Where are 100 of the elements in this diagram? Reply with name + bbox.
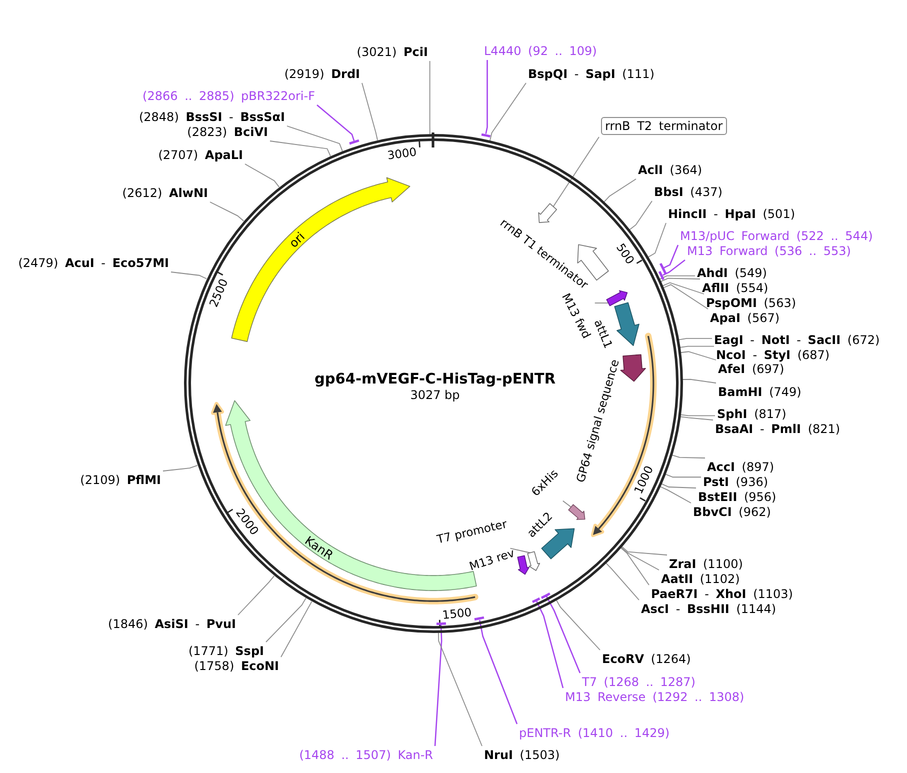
leader-line	[362, 82, 378, 141]
feature-label: M13 fwd	[559, 291, 593, 341]
leader-line	[682, 378, 716, 384]
enzyme-label: PspOMI (563)	[706, 296, 796, 310]
leader-line	[664, 244, 679, 268]
leader-line	[434, 624, 442, 746]
primer-site-mark	[436, 622, 446, 625]
enzyme-label: (2848) BssSI - BssSαI	[138, 110, 285, 124]
feature-block	[527, 552, 540, 572]
enzyme-label: SphI (817)	[717, 407, 786, 421]
leader-line	[280, 601, 312, 658]
leader-line	[270, 140, 331, 156]
enzyme-label: (1771) SspI	[188, 644, 264, 658]
leader-line	[648, 222, 666, 258]
primer-site-mark	[349, 139, 360, 145]
enzyme-label: AccI (897)	[707, 460, 774, 474]
leader-line	[490, 82, 526, 142]
tick-label: 1000	[632, 464, 656, 496]
leader-line	[210, 202, 244, 222]
enzyme-label: BbsI (437)	[654, 185, 722, 199]
leader-line	[679, 346, 714, 348]
enzyme-label: BspQI - SapI (111)	[528, 67, 654, 81]
primer-site-mark	[532, 597, 540, 603]
leader-line	[536, 601, 564, 688]
enzyme-label: (2612) AlwNI	[122, 186, 208, 200]
leader-line	[620, 546, 660, 570]
leader-line	[594, 302, 608, 304]
enzyme-label: (2823) BciVI	[187, 125, 268, 139]
leader-line	[678, 338, 712, 340]
enzyme-label: ZraI (1100)	[669, 557, 743, 571]
enzyme-label: AflII (554)	[702, 281, 768, 295]
leader-line	[510, 548, 532, 554]
leader-line	[680, 414, 716, 416]
feature-label: M13 rev	[468, 546, 516, 574]
leader-line	[660, 486, 692, 504]
leader-line	[621, 546, 668, 556]
enzyme-label: PstI (936)	[703, 475, 768, 489]
primer-label: (1488 .. 1507) Kan-R	[299, 748, 433, 762]
leader-line	[662, 282, 704, 294]
enzyme-label: AhdI (549)	[697, 266, 767, 280]
leader-line	[485, 60, 488, 134]
enzyme-label: (3021) PciI	[356, 45, 428, 59]
leader-line	[238, 575, 275, 616]
leader-line	[546, 596, 581, 674]
primer-site-mark	[480, 132, 490, 138]
feature-label: attL1	[591, 318, 615, 350]
enzyme-label: ApaI (567)	[710, 311, 780, 325]
leader-line	[479, 620, 518, 724]
leader-line	[429, 60, 430, 134]
enzyme-label: (2479) AcuI - Eco57MI	[18, 256, 169, 270]
enzyme-label: (2707) ApaLI	[158, 148, 243, 162]
leader-line	[438, 632, 482, 746]
enzyme-label: AfeI (697)	[718, 362, 784, 376]
enzyme-label: NcoI - StyI (687)	[716, 348, 830, 362]
leader-line	[661, 483, 696, 488]
plasmid-name: gp64-mVEGF-C-HisTag-pENTR	[314, 372, 556, 388]
tick-label: 2500	[208, 277, 231, 310]
feature-label: ori	[286, 230, 308, 250]
leader-line	[664, 474, 702, 478]
tick-label: 3000	[386, 145, 418, 162]
primer-label: L4440 (92 .. 109)	[484, 44, 597, 58]
leader-line	[659, 275, 696, 280]
enzyme-label: (2109) PflMI	[80, 473, 161, 487]
enzyme-label: EcoRV (1264)	[602, 652, 691, 666]
enzyme-label: (1846) AsiSI - PvuI	[108, 617, 236, 631]
enzyme-label: AclI (364)	[638, 163, 702, 177]
primer-site-mark	[659, 262, 666, 274]
primer-label: T7 (1268 .. 1287)	[582, 675, 696, 689]
enzyme-label: NruI (1503)	[484, 748, 560, 762]
leader-line	[606, 562, 640, 600]
leader-line	[266, 598, 306, 642]
enzyme-label: BbvCI (962)	[693, 505, 771, 519]
primer-site-mark	[541, 592, 551, 599]
plasmid-size-label: 3027 bp	[410, 388, 460, 402]
leader-line	[680, 351, 716, 360]
primer-site-mark	[474, 616, 484, 622]
leader-line	[244, 164, 280, 188]
enzyme-label: BsaAI - PmlI (821)	[715, 422, 840, 436]
leader-line	[662, 284, 708, 310]
enzyme-label: AatII (1102)	[661, 572, 740, 586]
leader-line	[552, 136, 600, 208]
leader-line	[680, 416, 714, 420]
feature-block	[620, 354, 646, 382]
feature-block	[517, 554, 530, 574]
enzyme-label: EagI - NotI - SacII (672)	[714, 333, 880, 347]
enzyme-label: AscI - BssHII (1144)	[641, 602, 776, 616]
tick-label: 1500	[442, 606, 473, 622]
enzyme-label: BamHI (749)	[718, 385, 802, 399]
primer-label: M13 Forward (536 .. 553)	[687, 244, 851, 258]
leader-line	[556, 600, 600, 650]
leader-line	[316, 104, 355, 142]
primer-label: M13/pUC Forward (522 .. 544)	[680, 229, 873, 243]
feature-block	[538, 204, 557, 224]
leader-line	[170, 272, 207, 280]
leader-line	[286, 126, 343, 152]
enzyme-label: BstEII (956)	[698, 490, 776, 504]
enzyme-label: (1758) EcoNI	[194, 659, 279, 673]
primer-label: pENTR-R (1410 .. 1429)	[519, 726, 670, 740]
leader-line	[604, 178, 636, 202]
primer-label: M13 Reverse (1292 .. 1308)	[565, 690, 744, 704]
